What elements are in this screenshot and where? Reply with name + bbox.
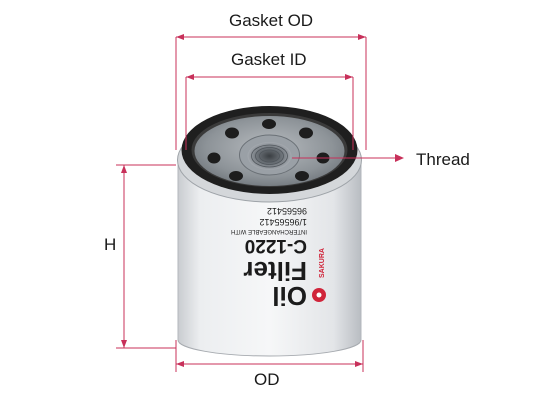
arrowhead — [176, 34, 184, 40]
dimension-arrowheads — [121, 34, 404, 367]
od-label: OD — [254, 370, 280, 389]
oil-hole — [295, 171, 309, 181]
thread-opening — [247, 142, 292, 170]
can-text-ref2: 96565412 — [267, 206, 307, 216]
height-label: H — [104, 235, 117, 254]
filter-top — [177, 106, 362, 203]
can-text-model: C-1220 — [245, 235, 307, 256]
arrowhead — [345, 74, 353, 80]
arrowhead — [358, 34, 366, 40]
oil-hole — [225, 127, 239, 139]
arrowhead — [176, 361, 184, 367]
can-text-ref1: 1/96565412 — [259, 217, 307, 227]
can-text-oil: Oil — [272, 281, 307, 311]
can-text-filter: Filter — [243, 256, 307, 286]
can-bottom-edge — [177, 339, 362, 357]
gasket-id-label: Gasket ID — [231, 50, 307, 69]
sakura-logo: SAKURA — [312, 248, 326, 302]
arrowhead — [186, 74, 194, 80]
oil-holes — [207, 119, 330, 181]
arrowhead — [121, 165, 127, 173]
can-text-interchange: INTERCHANGEABLE WITH — [231, 228, 307, 234]
arrowhead — [121, 340, 127, 348]
oil-hole — [299, 127, 313, 139]
dimension-lines — [116, 36, 396, 372]
thread-arrowhead — [395, 154, 404, 162]
can-print: Oil Filter C-1220 INTERCHANGEABLE WITH 1… — [231, 206, 326, 311]
can-bottom — [178, 324, 361, 356]
oil-hole — [207, 152, 221, 164]
thread-label: Thread — [416, 150, 470, 169]
thread-rings — [251, 144, 288, 168]
oil-hole — [262, 119, 276, 129]
brand-text: SAKURA — [319, 248, 326, 278]
oil-hole — [229, 171, 243, 181]
arrowhead — [355, 361, 363, 367]
gasket-od-label: Gasket OD — [229, 11, 314, 30]
